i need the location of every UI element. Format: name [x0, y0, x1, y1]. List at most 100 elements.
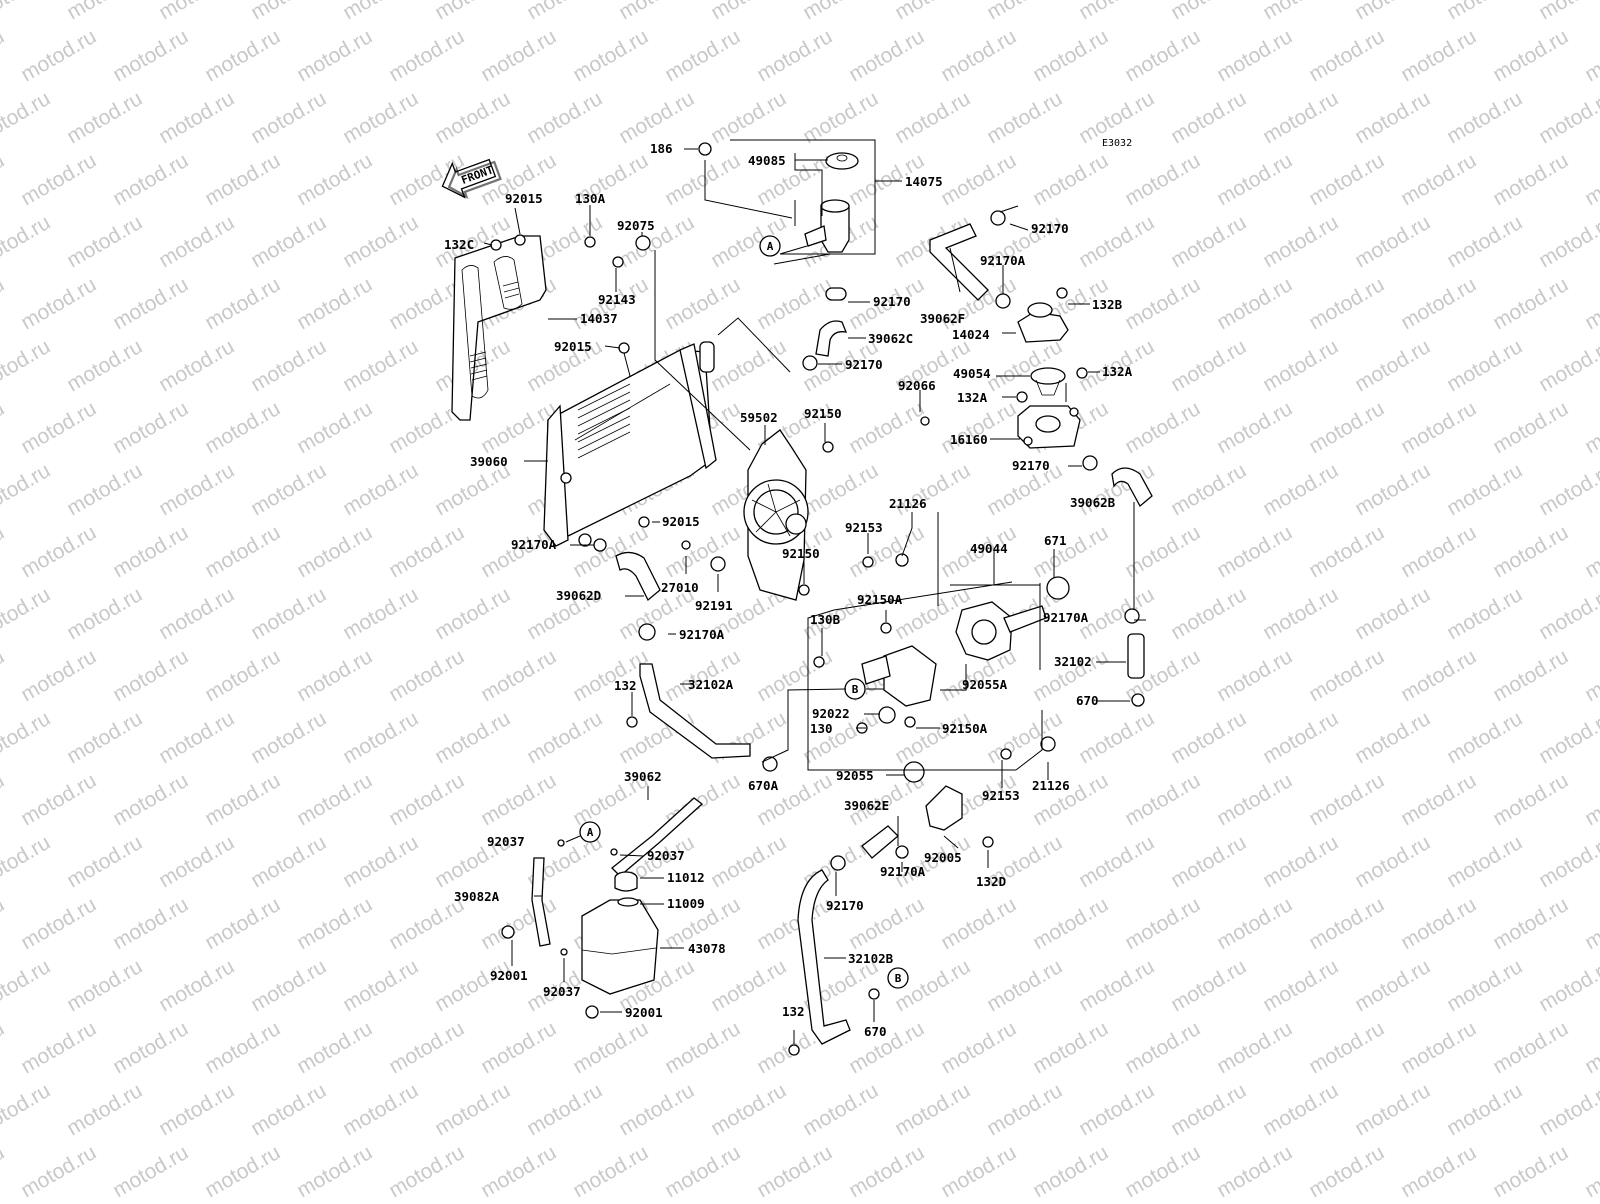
- pipe-32102: [1127, 633, 1145, 679]
- watermark-text: motod.ru: [1397, 25, 1480, 86]
- watermark-text: motod.ru: [845, 25, 928, 86]
- watermark-text: motod.ru: [1351, 583, 1434, 644]
- watermark-text: motod.ru: [983, 0, 1066, 24]
- watermark-text: motod.ru: [1305, 25, 1388, 86]
- watermark-text: motod.ru: [661, 25, 744, 86]
- watermark-text: motod.ru: [1121, 273, 1204, 334]
- watermark-text: motod.ru: [109, 645, 192, 706]
- watermark-text: motod.ru: [1213, 273, 1296, 334]
- part-label-39062e: 39062E: [844, 798, 889, 813]
- watermark-text: motod.ru: [339, 707, 422, 768]
- watermark-text: motod.ru: [1167, 831, 1250, 892]
- watermark-text: motod.ru: [661, 1141, 744, 1200]
- watermark-text: motod.ru: [1489, 397, 1572, 458]
- watermark-text: motod.ru: [983, 335, 1066, 396]
- watermark-text: motod.ru: [1443, 459, 1526, 520]
- watermark-text: motod.ru: [891, 707, 974, 768]
- watermark-text: motod.ru: [1213, 769, 1296, 830]
- watermark-text: motod.ru: [63, 583, 146, 644]
- watermark-text: motod.ru: [0, 273, 8, 334]
- watermark-text: motod.ru: [1351, 459, 1434, 520]
- watermark-text: motod.ru: [1397, 397, 1480, 458]
- watermark-text: motod.ru: [17, 1017, 100, 1078]
- watermark-text: motod.ru: [1489, 25, 1572, 86]
- watermark-text: motod.ru: [1305, 769, 1388, 830]
- watermark-text: motod.ru: [1535, 831, 1600, 892]
- watermark-text: motod.ru: [707, 335, 790, 396]
- part-label-132a: 132A: [957, 390, 988, 405]
- watermark-text: motod.ru: [0, 397, 8, 458]
- watermark-text: motod.ru: [109, 1141, 192, 1200]
- watermark-text: motod.ru: [1213, 1141, 1296, 1200]
- part-label-92150a: 92150A: [857, 592, 903, 607]
- watermark-text: motod.ru: [1121, 1141, 1204, 1200]
- watermark-text: motod.ru: [0, 521, 8, 582]
- watermark-text: motod.ru: [1167, 87, 1250, 148]
- watermark-text: motod.ru: [1029, 1017, 1112, 1078]
- watermark-text: motod.ru: [707, 0, 790, 24]
- watermark-text: motod.ru: [155, 459, 238, 520]
- watermark-text: motod.ru: [155, 583, 238, 644]
- watermark-text: motod.ru: [1489, 521, 1572, 582]
- watermark-text: motod.ru: [247, 87, 330, 148]
- watermark-text: motod.ru: [477, 769, 560, 830]
- part-label-92150: 92150: [782, 546, 820, 561]
- hose-39062D: [615, 551, 661, 602]
- watermark-text: motod.ru: [1213, 397, 1296, 458]
- thermostat-housing-16160: [1017, 405, 1081, 449]
- watermark-text: motod.ru: [1489, 1141, 1572, 1200]
- watermark-text: motod.ru: [753, 25, 836, 86]
- watermark-text: motod.ru: [891, 87, 974, 148]
- watermark-text: motod.ru: [753, 893, 836, 954]
- watermark-text: motod.ru: [293, 1141, 376, 1200]
- watermark-text: motod.ru: [155, 831, 238, 892]
- watermark-text: motod.ru: [891, 1079, 974, 1140]
- part-label-14075: 14075: [905, 174, 943, 189]
- watermark-text: motod.ru: [0, 87, 54, 148]
- part-label-21126: 21126: [1032, 778, 1070, 793]
- water-outlet-pipe: [925, 785, 963, 831]
- watermark-text: motod.ru: [1075, 831, 1158, 892]
- part-label-92015: 92015: [505, 191, 543, 206]
- watermark-text: motod.ru: [1397, 893, 1480, 954]
- callout-b-lower: B: [887, 967, 909, 989]
- watermark-text: motod.ru: [155, 335, 238, 396]
- watermark-text: motod.ru: [1397, 521, 1480, 582]
- watermark-text: motod.ru: [1213, 893, 1296, 954]
- thermostat-49054: [1030, 367, 1066, 396]
- watermark-text: motod.ru: [1581, 1141, 1600, 1200]
- watermark-text: motod.ru: [661, 273, 744, 334]
- watermark-text: motod.ru: [201, 25, 284, 86]
- watermark-text: motod.ru: [1121, 149, 1204, 210]
- part-label-92150: 92150: [804, 406, 842, 421]
- part-label-670a: 670A: [748, 778, 779, 793]
- watermark-text: motod.ru: [1581, 149, 1600, 210]
- watermark-text: motod.ru: [17, 149, 100, 210]
- watermark-text: motod.ru: [1213, 1017, 1296, 1078]
- watermark-text: motod.ru: [201, 521, 284, 582]
- watermark-text: motod.ru: [661, 1017, 744, 1078]
- watermark-text: motod.ru: [63, 335, 146, 396]
- watermark-text: motod.ru: [1443, 87, 1526, 148]
- watermark-text: motod.ru: [0, 25, 8, 86]
- watermark-text: motod.ru: [293, 521, 376, 582]
- watermark-text: motod.ru: [201, 149, 284, 210]
- watermark-text: motod.ru: [293, 645, 376, 706]
- watermark-text: motod.ru: [1351, 211, 1434, 272]
- radiator-39060: [543, 341, 717, 547]
- watermark-text: motod.ru: [1259, 87, 1342, 148]
- watermark-text: motod.ru: [1259, 955, 1342, 1016]
- watermark-text: motod.ru: [63, 831, 146, 892]
- watermark-text: motod.ru: [109, 893, 192, 954]
- part-label-92015: 92015: [662, 514, 700, 529]
- watermark-text: motod.ru: [983, 87, 1066, 148]
- watermark-text: motod.ru: [339, 335, 422, 396]
- part-label-39060: 39060: [470, 454, 508, 469]
- watermark-text: motod.ru: [1259, 831, 1342, 892]
- watermark-text: motod.ru: [1535, 955, 1600, 1016]
- watermark-text: motod.ru: [0, 459, 54, 520]
- part-label-132b: 132B: [1092, 297, 1123, 312]
- watermark-text: motod.ru: [615, 1079, 698, 1140]
- watermark-text: motod.ru: [1581, 893, 1600, 954]
